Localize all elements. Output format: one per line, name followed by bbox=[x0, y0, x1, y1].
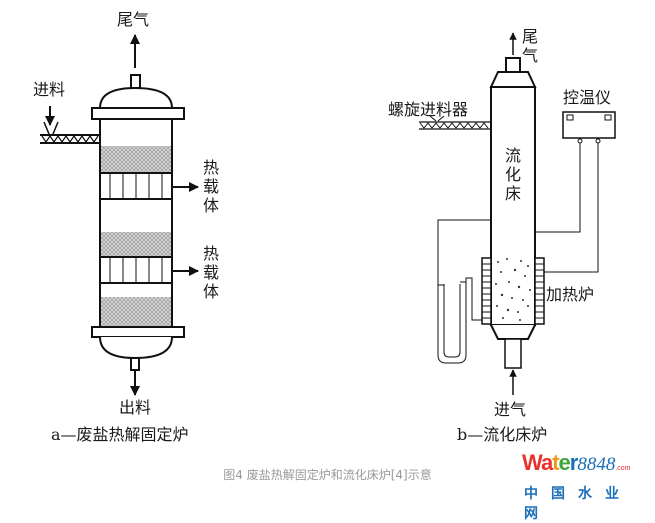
watermark-brand-number: 8848 bbox=[577, 454, 616, 475]
bottom-flange bbox=[91, 326, 185, 338]
fluidized-bed-label: 流化床 bbox=[504, 146, 521, 203]
top-nozzle-b bbox=[505, 57, 521, 73]
watermark-brand-cn: 中国水业网 bbox=[524, 486, 632, 522]
top-cone bbox=[489, 71, 537, 88]
fluidized-bed-furnace bbox=[419, 32, 616, 395]
discharge-label: 出料 bbox=[119, 398, 152, 417]
diagram-b-title: b—流化床炉 bbox=[457, 425, 548, 444]
screw-feeder-label: 螺旋进料器 bbox=[388, 100, 469, 119]
feed-screw bbox=[40, 121, 100, 144]
column-body bbox=[490, 86, 536, 326]
heating-coil-left bbox=[481, 257, 492, 325]
diagram-a-title: a—废盐热解固定炉 bbox=[51, 425, 189, 444]
top-dome bbox=[99, 86, 173, 109]
bottom-cone bbox=[490, 324, 536, 340]
u-tube-manometer bbox=[437, 219, 491, 364]
watermark-letter: r bbox=[569, 450, 579, 475]
temp-controller-port-1 bbox=[566, 114, 574, 121]
heat-carrier-grid-2 bbox=[100, 256, 172, 284]
feed-label: 进料 bbox=[33, 80, 66, 99]
inlet-gas-label: 进气 bbox=[494, 400, 527, 419]
bottom-nozzle bbox=[130, 357, 140, 371]
watermark-letter: a bbox=[540, 450, 553, 475]
watermark-brand-letters: Water bbox=[522, 450, 579, 475]
watermark-logo: Water8848.com 中国水业网 bbox=[522, 452, 652, 523]
heating-furnace-label: 加热炉 bbox=[546, 285, 595, 304]
watermark-brand: Water8848.com bbox=[522, 452, 652, 480]
inlet-pipe bbox=[504, 338, 522, 369]
diagram-canvas bbox=[40, 32, 616, 396]
packing-layer-1 bbox=[101, 146, 171, 173]
top-flange bbox=[91, 107, 185, 120]
fixed-furnace bbox=[40, 34, 199, 396]
temp-controller-port-2 bbox=[604, 114, 612, 121]
temp-controller-label: 控温仪 bbox=[563, 88, 612, 107]
exhaust-label-b: 尾气 bbox=[521, 27, 538, 65]
temp-controller-box bbox=[562, 111, 616, 139]
exhaust-label-a: 尾气 bbox=[117, 10, 150, 29]
heating-coil-right bbox=[534, 257, 545, 325]
packing-layer-3 bbox=[101, 297, 171, 326]
screw-feeder bbox=[419, 115, 491, 130]
thermocouple-wires bbox=[535, 138, 601, 273]
bottom-dome bbox=[99, 336, 173, 360]
top-nozzle bbox=[130, 74, 141, 89]
watermark-brand-suffix: .com bbox=[615, 465, 631, 472]
bed-particles bbox=[495, 258, 531, 321]
figure-caption: 图4 废盐热解固定炉和流化床炉[4]示意 bbox=[223, 468, 432, 482]
watermark-letter: t bbox=[552, 450, 559, 475]
heat-carrier-label-2: 热载体 bbox=[202, 244, 219, 301]
heat-carrier-label-1: 热载体 bbox=[202, 158, 219, 215]
heat-carrier-grid-1 bbox=[100, 172, 172, 200]
packing-layer-2 bbox=[101, 232, 171, 257]
watermark-letter: e bbox=[558, 450, 571, 475]
watermark-letter: W bbox=[522, 450, 542, 475]
